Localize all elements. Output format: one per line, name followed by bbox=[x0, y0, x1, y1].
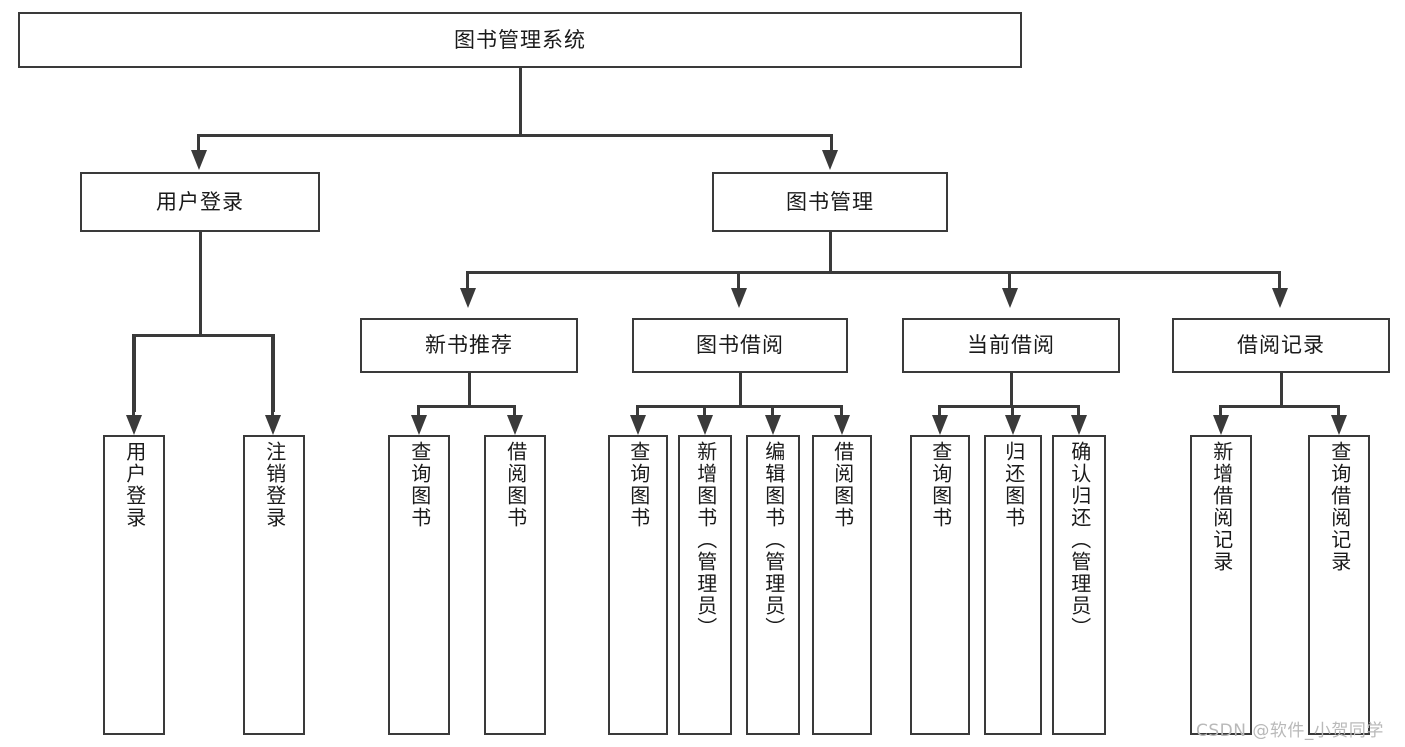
leaf-node-leaf-return-book[interactable]: 归还图书 bbox=[984, 435, 1042, 735]
root-node-root[interactable]: 图书管理系统 bbox=[18, 12, 1022, 68]
arrow-leaf-user-login bbox=[126, 415, 142, 435]
node-label: 编辑图书（管理员） bbox=[761, 441, 786, 639]
level2-node-new-book-recommend[interactable]: 新书推荐 bbox=[360, 318, 578, 373]
node-label: 借阅图书 bbox=[503, 441, 528, 529]
edge-drop-leaf-add-record bbox=[1219, 405, 1222, 415]
level1-node-user-login[interactable]: 用户登录 bbox=[80, 172, 320, 232]
leaf-node-leaf-user-logout[interactable]: 注销登录 bbox=[243, 435, 305, 735]
edge-level2-drop-0 bbox=[466, 271, 469, 288]
edge-drop-leaf-borrow-book-1 bbox=[513, 405, 516, 415]
level2-node-book-borrow[interactable]: 图书借阅 bbox=[632, 318, 848, 373]
edge-borrow-record-bar bbox=[1220, 405, 1339, 408]
edge-drop-leaf-user-login bbox=[132, 334, 135, 415]
edge-root-drop-left bbox=[197, 134, 200, 154]
edge-borrow-record-stem bbox=[1280, 373, 1283, 405]
edge-drop-leaf-user-logout bbox=[271, 334, 274, 415]
arrow-to-borrow-record bbox=[1272, 288, 1288, 308]
node-label: 借阅图书 bbox=[830, 441, 855, 529]
arrow-to-user-login bbox=[191, 150, 207, 170]
arrow-to-book-borrow bbox=[731, 288, 747, 308]
node-label: 借阅记录 bbox=[1237, 333, 1325, 358]
node-label: 查询图书 bbox=[407, 441, 432, 529]
edge-root-drop-right bbox=[830, 134, 833, 154]
arrow-leaf-query-book-3 bbox=[932, 415, 948, 435]
edge-root-bar bbox=[197, 134, 831, 137]
leaf-node-leaf-borrow-book-2[interactable]: 借阅图书 bbox=[812, 435, 872, 735]
node-label: 注销登录 bbox=[262, 441, 287, 529]
arrow-leaf-query-book-1 bbox=[411, 415, 427, 435]
edge-level2-drop-1 bbox=[737, 271, 740, 288]
leaf-node-leaf-borrow-book-1[interactable]: 借阅图书 bbox=[484, 435, 546, 735]
leaf-node-leaf-confirm-return[interactable]: 确认归还（管理员） bbox=[1052, 435, 1106, 735]
edge-drop-leaf-query-record bbox=[1337, 405, 1340, 415]
edge-user-login-stem bbox=[199, 232, 202, 334]
node-label: 新书推荐 bbox=[425, 333, 513, 358]
node-label: 查询借阅记录 bbox=[1327, 441, 1352, 573]
edge-book-manage-bar bbox=[467, 271, 1280, 274]
level2-node-current-borrow[interactable]: 当前借阅 bbox=[902, 318, 1120, 373]
edge-drop-leaf-confirm-return bbox=[1077, 405, 1080, 415]
node-label: 用户登录 bbox=[156, 189, 244, 214]
node-label: 查询图书 bbox=[626, 441, 651, 529]
edge-drop-leaf-borrow-book-2 bbox=[840, 405, 843, 415]
edge-current-borrow-stem bbox=[1010, 373, 1013, 405]
edge-drop-leaf-query-book-3 bbox=[938, 405, 941, 415]
leaf-node-leaf-add-record[interactable]: 新增借阅记录 bbox=[1190, 435, 1252, 735]
edge-new-book-recommend-bar bbox=[418, 405, 516, 408]
level1-node-book-manage[interactable]: 图书管理 bbox=[712, 172, 948, 232]
edge-user-login-bar bbox=[133, 334, 273, 337]
arrow-leaf-user-logout bbox=[265, 415, 281, 435]
edge-root-stem bbox=[519, 68, 522, 134]
node-label: 归还图书 bbox=[1001, 441, 1026, 529]
arrow-leaf-borrow-book-1 bbox=[507, 415, 523, 435]
arrow-leaf-borrow-book-2 bbox=[834, 415, 850, 435]
edge-current-borrow-bar bbox=[939, 405, 1079, 408]
node-label: 图书借阅 bbox=[696, 333, 784, 358]
arrow-leaf-edit-book bbox=[765, 415, 781, 435]
leaf-node-leaf-edit-book[interactable]: 编辑图书（管理员） bbox=[746, 435, 800, 735]
leaf-node-leaf-query-book-1[interactable]: 查询图书 bbox=[388, 435, 450, 735]
edge-drop-leaf-add-book bbox=[703, 405, 706, 415]
edge-book-borrow-stem bbox=[739, 373, 742, 405]
arrow-leaf-query-record bbox=[1331, 415, 1347, 435]
edge-level2-drop-3 bbox=[1278, 271, 1281, 288]
csdn-watermark: CSDN @软件_小贺同学 bbox=[1196, 721, 1384, 741]
arrow-to-new-book-recommend bbox=[460, 288, 476, 308]
arrow-to-book-manage bbox=[822, 150, 838, 170]
edge-book-manage-stem bbox=[829, 232, 832, 271]
leaf-node-leaf-query-book-3[interactable]: 查询图书 bbox=[910, 435, 970, 735]
edge-level2-drop-2 bbox=[1008, 271, 1011, 288]
node-label: 查询图书 bbox=[928, 441, 953, 529]
edge-drop-leaf-return-book bbox=[1011, 405, 1014, 415]
arrow-leaf-confirm-return bbox=[1071, 415, 1087, 435]
leaf-node-leaf-add-book[interactable]: 新增图书（管理员） bbox=[678, 435, 732, 735]
node-label: 用户登录 bbox=[122, 441, 147, 529]
edge-book-borrow-bar bbox=[637, 405, 841, 408]
arrow-leaf-query-book-2 bbox=[630, 415, 646, 435]
node-label: 图书管理系统 bbox=[454, 27, 586, 52]
arrow-leaf-add-book bbox=[697, 415, 713, 435]
arrow-leaf-add-record bbox=[1213, 415, 1229, 435]
arrow-to-current-borrow bbox=[1002, 288, 1018, 308]
node-label: 新增借阅记录 bbox=[1209, 441, 1234, 573]
leaf-node-leaf-user-login[interactable]: 用户登录 bbox=[103, 435, 165, 735]
node-label: 当前借阅 bbox=[967, 333, 1055, 358]
node-label: 新增图书（管理员） bbox=[693, 441, 718, 639]
edge-drop-leaf-query-book-1 bbox=[417, 405, 420, 415]
leaf-node-leaf-query-book-2[interactable]: 查询图书 bbox=[608, 435, 668, 735]
edge-drop-leaf-edit-book bbox=[771, 405, 774, 415]
node-label: 确认归还（管理员） bbox=[1067, 441, 1092, 639]
edge-new-book-recommend-stem bbox=[468, 373, 471, 405]
level2-node-borrow-record[interactable]: 借阅记录 bbox=[1172, 318, 1390, 373]
edge-drop-leaf-query-book-2 bbox=[636, 405, 639, 415]
leaf-node-leaf-query-record[interactable]: 查询借阅记录 bbox=[1308, 435, 1370, 735]
node-label: 图书管理 bbox=[786, 189, 874, 214]
arrow-leaf-return-book bbox=[1005, 415, 1021, 435]
